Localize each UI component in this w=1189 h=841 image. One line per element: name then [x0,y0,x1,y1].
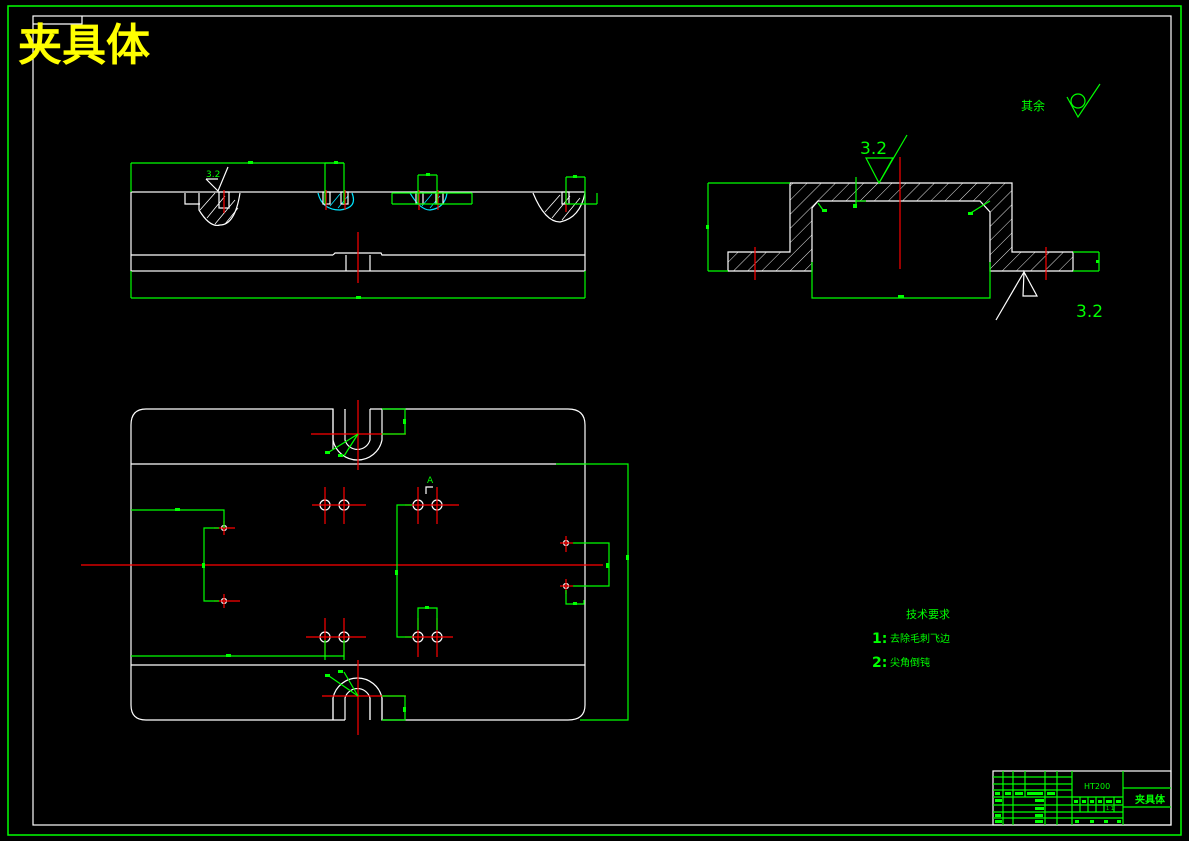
technical-requirements: 技术要求 1: 去除毛刺飞边 2: 尖角倒钝 [872,608,950,671]
roughness-label-bottom: 3.2 [1076,302,1103,322]
plan-view: A [81,400,629,735]
front-view: 3.2 [130,161,598,299]
section-marker-a: A [427,476,434,486]
title-block-part-name: 夹具体 [1135,793,1166,806]
drawing-title: 夹具体 [18,20,150,71]
roughness-label-front: 3.2 [206,170,220,180]
tech-req-text-2: 尖角倒钝 [890,656,930,669]
title-block-scale: 1 1 [1106,806,1114,812]
roughness-label-top: 3.2 [860,139,887,159]
tech-req-text-1: 去除毛刺飞边 [890,632,950,645]
title-block-material: HT200 [1084,782,1110,791]
inner-border [32,15,1172,826]
title-block: HT200 夹具体 1 1 [992,770,1172,826]
tech-req-num-1: 1: [872,631,887,647]
hole-pairs [214,487,573,657]
default-finish-label: 其余 [1021,98,1045,113]
tech-req-num-2: 2: [872,655,887,671]
tech-req-heading: 技术要求 [906,608,950,621]
corner-tab [33,16,83,25]
outer-border [7,5,1182,836]
section-view: 3.2 3.2 其余 [706,83,1103,322]
